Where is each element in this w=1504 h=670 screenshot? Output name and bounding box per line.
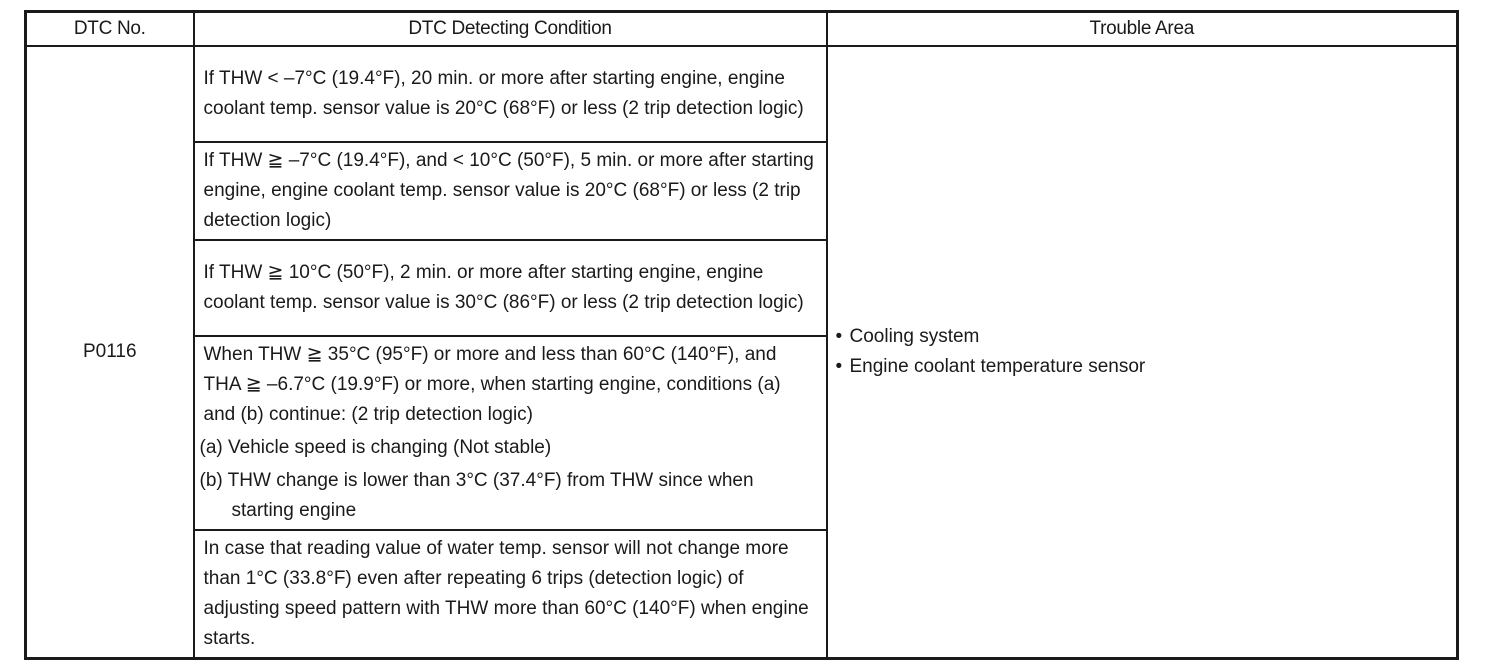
dtc-number-cell: P0116 (24, 45, 195, 660)
trouble-area-text: Cooling system (849, 326, 980, 347)
dtc-table: DTC No. DTC Detecting Condition Trouble … (24, 10, 1459, 660)
trouble-area-item: • Cooling system (836, 322, 1449, 352)
condition-cell-5: In case that reading value of water temp… (192, 529, 828, 660)
condition-4-main: When THW ≧ 35°C (95°F) or more and less … (203, 344, 781, 425)
condition-4-sub-b: (b) THW change is lower than 3°C (37.4°F… (199, 470, 754, 521)
condition-4-sub-a: (a) Vehicle speed is changing (Not stabl… (199, 437, 552, 458)
condition-cell-2: If THW ≧ –7°C (19.4°F), and < 10°C (50°F… (192, 141, 828, 241)
table-row: If THW ≧ 10°C (50°F), 2 min. or more aft… (26, 239, 1458, 337)
condition-cell-3: If THW ≧ 10°C (50°F), 2 min. or more aft… (192, 239, 828, 337)
header-row: DTC No. DTC Detecting Condition Trouble … (24, 10, 1459, 47)
table-body: P0116 If THW < –7°C (19.4°F), 20 min. or… (24, 45, 1459, 660)
bullet-icon: • (835, 356, 843, 377)
table-row: P0116 If THW < –7°C (19.4°F), 20 min. or… (24, 45, 1459, 660)
table-row: In case that reading value of water temp… (26, 529, 1458, 660)
table-row: When THW ≧ 35°C (95°F) or more and less … (26, 335, 1458, 531)
header-trouble-area: Trouble Area (825, 10, 1459, 47)
trouble-area-item: • Engine coolant temperature sensor (836, 352, 1449, 382)
header-condition: DTC Detecting Condition (192, 10, 828, 47)
trouble-area-text: Engine coolant temperature sensor (849, 356, 1146, 377)
table-row: If THW ≧ –7°C (19.4°F), and < 10°C (50°F… (26, 141, 1458, 241)
header-dtc-no: DTC No. (24, 10, 195, 47)
bullet-icon: • (835, 326, 843, 347)
trouble-area-cell: • Cooling system • Engine coolant temperat… (825, 45, 1459, 660)
table-header: DTC No. DTC Detecting Condition Trouble … (24, 10, 1459, 47)
condition-cell-1: If THW < –7°C (19.4°F), 20 min. or more … (192, 45, 828, 143)
condition-cell-4: When THW ≧ 35°C (95°F) or more and less … (192, 335, 828, 531)
